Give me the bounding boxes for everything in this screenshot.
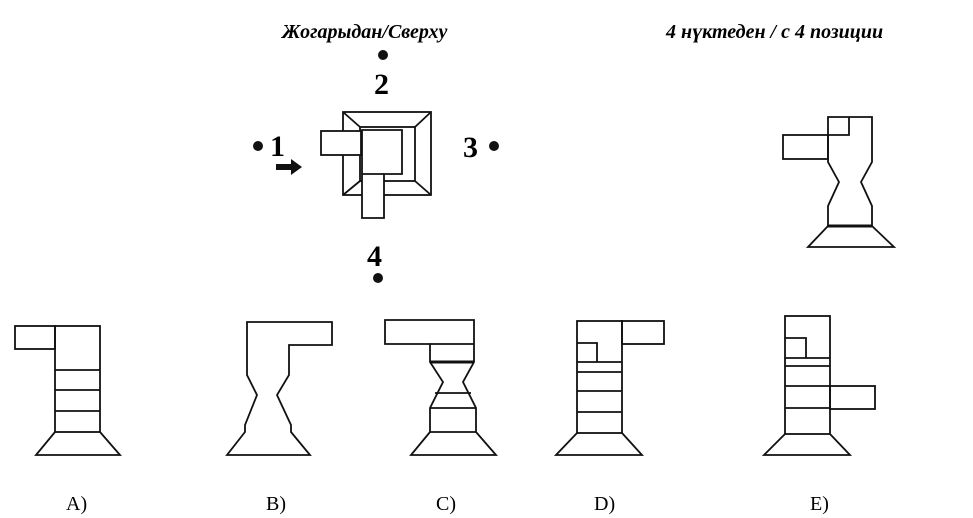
option-a-label[interactable]: A) <box>66 493 87 515</box>
option-e-label[interactable]: E) <box>810 493 829 515</box>
option-b-figure[interactable] <box>225 321 333 456</box>
option-b-label[interactable]: B) <box>266 493 286 515</box>
top-view-figure <box>320 111 432 219</box>
position-1-label: 1 <box>270 130 285 163</box>
positions-title: 4 нүктеден / с 4 позиции <box>665 21 883 43</box>
option-c-figure[interactable] <box>384 319 498 456</box>
option-c-label[interactable]: C) <box>436 493 456 515</box>
position-2-label: 2 <box>374 68 389 101</box>
option-e-figure[interactable] <box>761 315 876 456</box>
option-a-figure[interactable] <box>14 325 122 456</box>
position-4-dot <box>373 273 383 283</box>
position-3-label: 3 <box>463 131 478 164</box>
position-1-dot <box>253 141 263 151</box>
position-3-dot <box>489 141 499 151</box>
option-d-label[interactable]: D) <box>594 493 615 515</box>
position-2-marker: 2 <box>374 50 389 101</box>
view-arrow-icon <box>276 159 302 175</box>
reference-view-figure <box>782 116 897 248</box>
position-4-marker: 4 <box>367 240 383 283</box>
position-4-label: 4 <box>367 240 382 273</box>
position-3-marker: 3 <box>463 131 499 164</box>
position-2-dot <box>378 50 388 60</box>
top-view-title: Жогарыдан/Сверху <box>280 21 447 43</box>
position-1-marker: 1 <box>253 130 302 175</box>
option-d-figure[interactable] <box>553 320 665 456</box>
